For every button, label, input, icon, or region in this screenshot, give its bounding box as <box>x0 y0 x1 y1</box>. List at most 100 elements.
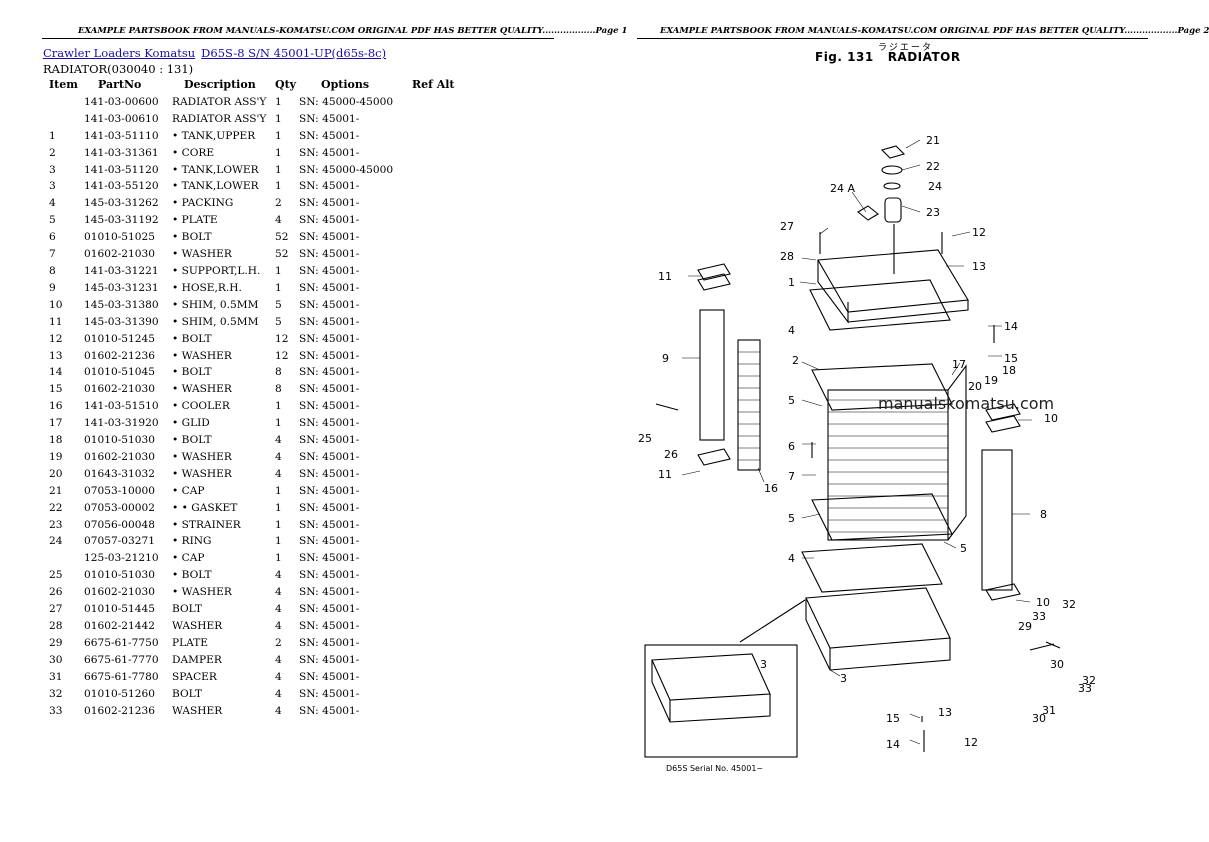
cell-description: WASHER <box>172 704 223 717</box>
cell-quantity: 8 <box>275 366 282 379</box>
svg-text:19: 19 <box>984 374 998 387</box>
cell-part-number: 6675-61-7770 <box>84 653 159 666</box>
cell-quantity: 12 <box>275 349 289 362</box>
cell-part-number: 145-03-31390 <box>84 315 159 328</box>
cell-description: • COOLER <box>172 400 230 413</box>
svg-text:9: 9 <box>662 352 669 365</box>
cell-part-number: 01602-21030 <box>84 586 155 599</box>
svg-text:3: 3 <box>760 658 767 671</box>
cell-description: • STRAINER <box>172 518 241 531</box>
cell-ref-alt <box>412 533 462 550</box>
cell-options: SN: 45001- <box>299 569 360 582</box>
column-header-item: Item <box>49 78 78 91</box>
cell-ref-alt <box>412 128 462 145</box>
cell-part-number: 01602-21236 <box>84 704 155 717</box>
cell-item-number: 1 <box>49 129 56 142</box>
cell-description: • BOLT <box>172 434 212 447</box>
svg-text:32: 32 <box>1062 598 1076 611</box>
cell-item-number: 11 <box>49 315 63 328</box>
cell-ref-alt <box>412 584 462 601</box>
cell-ref-alt <box>412 314 462 331</box>
cell-options: SN: 45001- <box>299 214 360 227</box>
cell-item-number <box>43 94 84 111</box>
cell-ref-alt <box>412 483 462 500</box>
cell-item-number: 19 <box>49 450 63 463</box>
cell-ref-alt <box>412 517 462 534</box>
cell-description: • SUPPORT,L.H. <box>172 264 261 277</box>
cell-ref-alt <box>412 618 462 635</box>
column-header-description: Description <box>184 78 256 91</box>
cell-item-number: 2 <box>49 146 56 159</box>
svg-text:30: 30 <box>1050 658 1064 671</box>
cell-options: SN: 45001- <box>299 129 360 142</box>
cell-quantity: 1 <box>275 112 282 125</box>
inset-arrow <box>739 599 806 643</box>
inset-tank-bottom <box>669 694 771 723</box>
cell-item-number: 9 <box>49 281 56 294</box>
cell-options: SN: 45001- <box>299 231 360 244</box>
breadcrumb-link-model[interactable]: D65S-8 S/N 45001-UP(d65s-8c) <box>201 46 387 60</box>
strainer-shape <box>884 197 902 223</box>
cell-description: • TANK,LOWER <box>172 163 259 176</box>
cell-quantity: 1 <box>275 95 282 108</box>
cell-part-number: 07053-10000 <box>84 484 155 497</box>
cell-part-number: 01010-51045 <box>84 366 155 379</box>
cell-quantity: 4 <box>275 467 282 480</box>
cell-item-number <box>43 111 84 128</box>
cell-description: • WASHER <box>172 450 232 463</box>
cell-options: SN: 45001- <box>299 315 360 328</box>
oil-cooler-shape <box>737 339 761 471</box>
cell-description: • BOLT <box>172 231 212 244</box>
svg-text:14: 14 <box>1004 320 1018 333</box>
cell-quantity: 1 <box>275 518 282 531</box>
cell-description: BOLT <box>172 603 202 616</box>
cell-item-number: 14 <box>49 366 63 379</box>
cell-part-number: 145-03-31380 <box>84 298 159 311</box>
cell-part-number: 141-03-00600 <box>84 95 159 108</box>
breadcrumb-link-crawler-loaders[interactable]: Crawler Loaders Komatsu <box>43 46 196 60</box>
cell-description: • TANK,UPPER <box>172 129 256 142</box>
svg-text:5: 5 <box>788 512 795 525</box>
cell-options: SN: 45001- <box>299 636 360 649</box>
cell-item-number: 26 <box>49 586 63 599</box>
section-title: RADIATOR(030040 : 131) <box>43 62 194 76</box>
cell-quantity: 1 <box>275 129 282 142</box>
cell-item-number: 3 <box>49 163 56 176</box>
svg-text:17: 17 <box>952 358 966 371</box>
cell-ref-alt <box>412 432 462 449</box>
cell-quantity: 2 <box>275 636 282 649</box>
cell-options: SN: 45001- <box>299 349 360 362</box>
cell-quantity: 12 <box>275 332 289 345</box>
cell-ref-alt <box>412 348 462 365</box>
cell-description: • BOLT <box>172 366 212 379</box>
cell-quantity: 1 <box>275 501 282 514</box>
svg-text:3: 3 <box>840 672 847 685</box>
cell-item-number: 20 <box>49 467 63 480</box>
figure-number: Fig. 131 <box>815 50 874 64</box>
svg-text:21: 21 <box>926 134 940 147</box>
inset-tank-side <box>651 660 671 723</box>
lower-tank-side <box>805 598 831 671</box>
cell-options: SN: 45001- <box>299 248 360 261</box>
cell-quantity: 4 <box>275 687 282 700</box>
svg-text:5: 5 <box>960 542 967 555</box>
svg-text:13: 13 <box>938 706 952 719</box>
svg-text:1: 1 <box>788 276 795 289</box>
cell-options: SN: 45001- <box>299 704 360 717</box>
cell-description: • WASHER <box>172 349 232 362</box>
cell-ref-alt <box>412 449 462 466</box>
shim-upper-shape <box>697 263 731 291</box>
svg-text:31: 31 <box>1042 704 1056 717</box>
svg-text:28: 28 <box>780 250 794 263</box>
upper-tank-bottom <box>847 300 969 323</box>
svg-text:32: 32 <box>1082 674 1096 687</box>
cell-part-number: 145-03-31192 <box>84 214 159 227</box>
